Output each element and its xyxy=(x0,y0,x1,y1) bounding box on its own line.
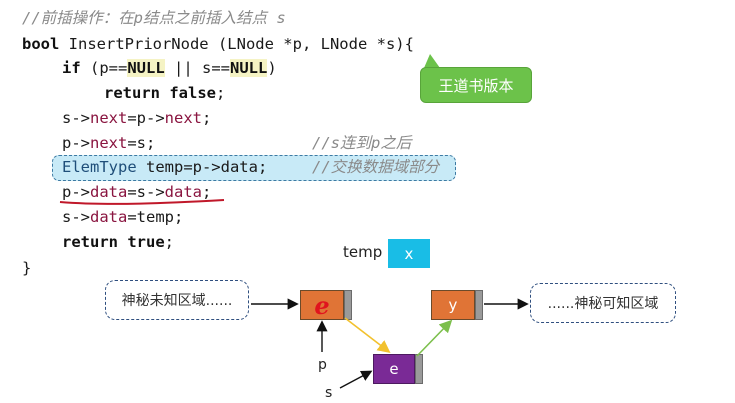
arrow-p-to-s-yellow xyxy=(344,317,391,353)
node-y: y xyxy=(431,290,483,320)
code-s-next-line: s->next=p->next; xyxy=(62,106,211,130)
code-return-true: return true; xyxy=(62,230,174,254)
code-comment-link: //s连到p之后 xyxy=(312,134,412,152)
keyword-bool: bool xyxy=(22,35,60,53)
code-comment-title: //前插操作：在p结点之前插入结点 s xyxy=(22,9,286,27)
node-p: e xyxy=(300,290,352,320)
node-p-value: e xyxy=(314,290,330,320)
arrow-s-label-to-node xyxy=(339,370,373,389)
keyword-false: false xyxy=(169,84,217,102)
code-signature: bool InsertPriorNode (LNode *p, LNode *s… xyxy=(22,32,414,56)
code-temp-line: ElemType temp=p->data; xyxy=(62,155,267,179)
sdata-a: s-> xyxy=(62,208,90,226)
code-s-data-line: s->data=temp; xyxy=(62,205,183,229)
pdata-b: data xyxy=(90,183,128,201)
left-unknown-region: 神秘未知区域...... xyxy=(105,280,249,320)
keyword-true: true xyxy=(127,233,165,251)
if-post: ) xyxy=(267,59,277,77)
semicolon-2: ; xyxy=(164,233,175,251)
p-next-c: =s; xyxy=(127,134,156,152)
arrow-s-to-y-green xyxy=(416,319,453,357)
signature-text: InsertPriorNode (LNode *p, LNode *s){ xyxy=(59,35,414,53)
if-pre: (p== xyxy=(80,59,128,77)
sdata-c: =temp; xyxy=(127,208,184,226)
callout-tail xyxy=(424,54,440,68)
semicolon: ; xyxy=(216,84,226,102)
null-literal-1: NULL xyxy=(127,59,165,77)
keyword-return-2: return xyxy=(62,233,118,251)
keyword-return: return xyxy=(104,84,160,102)
temp-rest: temp=p->data; xyxy=(136,158,268,176)
temp-value-box: x xyxy=(388,239,430,268)
code-comment-swap: //交换数据域部分 xyxy=(312,158,440,176)
s-next-e: ; xyxy=(201,109,212,127)
pdata-d: data xyxy=(164,183,202,201)
code-p-data-line: p->data=s->data; xyxy=(62,180,211,204)
p-next-b: next xyxy=(90,134,128,152)
node-y-pointer xyxy=(475,290,483,320)
node-s: e xyxy=(373,354,423,384)
code-close-brace: } xyxy=(22,259,32,277)
s-next-c: =p-> xyxy=(127,109,165,127)
node-s-data: e xyxy=(373,354,415,384)
keyword-if: if xyxy=(62,59,81,77)
s-next-d: next xyxy=(164,109,202,127)
pdata-e: ; xyxy=(201,183,212,201)
label-p: p xyxy=(318,357,327,373)
code-return-false: return false; xyxy=(104,81,225,105)
label-s: s xyxy=(325,385,333,401)
node-p-data: e xyxy=(300,290,344,320)
if-mid: || s== xyxy=(164,59,230,77)
s-next-b: next xyxy=(90,109,128,127)
right-known-region: ......神秘可知区域 xyxy=(530,283,676,323)
version-callout: 王道书版本 xyxy=(420,67,532,103)
red-underline xyxy=(59,199,225,205)
s-next-a: s-> xyxy=(62,109,90,127)
pdata-c: =s-> xyxy=(127,183,165,201)
sdata-b: data xyxy=(90,208,128,226)
temp-label: temp xyxy=(343,243,383,261)
highlight-box-temp-line xyxy=(52,155,456,181)
null-literal-2: NULL xyxy=(230,59,268,77)
type-elemtype: ElemType xyxy=(62,158,137,176)
node-y-data: y xyxy=(431,290,475,320)
code-p-next-line: p->next=s; xyxy=(62,131,155,155)
p-next-a: p-> xyxy=(62,134,90,152)
pdata-a: p-> xyxy=(62,183,90,201)
code-if-line: if (p==NULL || s==NULL) xyxy=(62,56,277,80)
